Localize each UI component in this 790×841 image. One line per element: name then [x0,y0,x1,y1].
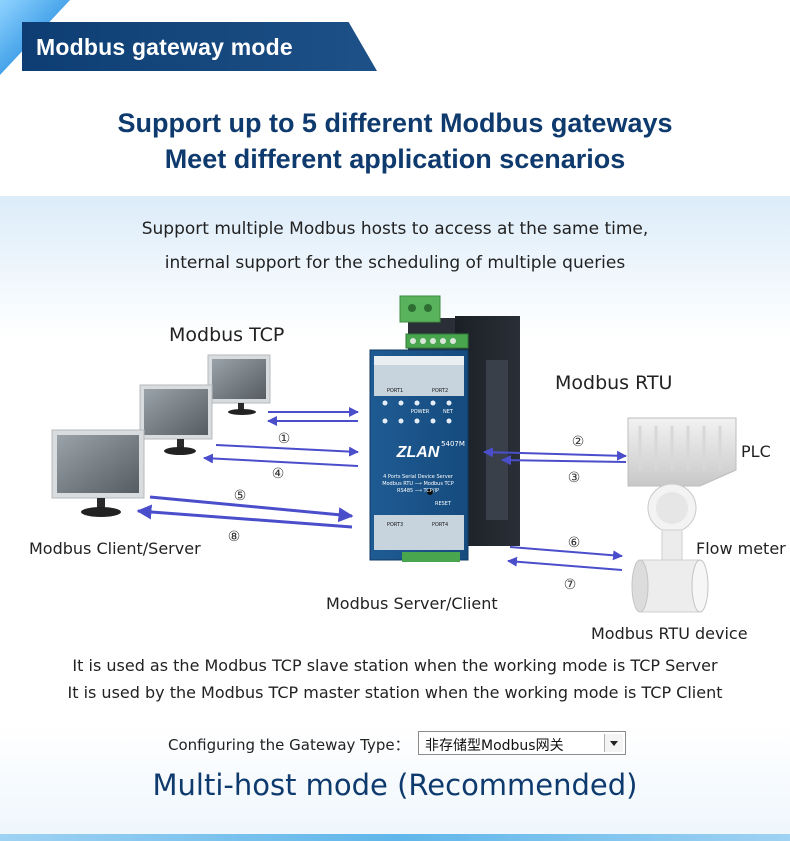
device-subtitle-3: RS485 ⟶ TCP/IP [397,488,439,494]
gateway-type-label: Configuring the Gateway Type： [168,736,410,754]
modbus-tcp-label: Modbus TCP [169,324,285,346]
device-model: 5407M [441,440,465,448]
client-server-label: Modbus Client/Server [29,539,201,558]
note-line-1: It is used as the Modbus TCP slave stati… [72,656,718,675]
flow-meter-icon [631,483,709,613]
note-line-2: It is used by the Modbus TCP master stat… [67,683,723,702]
device-port2-label: PORT2 [432,388,448,394]
device-subtitle-2: Modbus RTU ⟶ Modbus TCP [382,481,454,487]
arrow-label-4: ④ [272,466,285,482]
flow-meter-label: Flow meter [696,539,786,558]
server-client-label: Modbus Server/Client [326,594,498,613]
headline-secondary: Meet different application scenarios [164,144,626,174]
arrow-label-5: ⑤ [234,488,247,504]
bottom-accent-bar [0,834,790,841]
device-subtitle-1: 4 Ports Serial Device Server [383,474,454,480]
header-section: Modbus gateway mode Support up to 5 diff… [0,0,790,196]
arrow-4 [203,453,359,467]
intro-line-2: internal support for the scheduling of m… [164,253,626,273]
headline-primary: Support up to 5 different Modbus gateway… [117,108,673,138]
arrow-group-rtu [483,447,627,571]
modbus-rtu-label: Modbus RTU [555,372,673,394]
monitor-large-icon [51,429,145,517]
arrow-label-7: ⑦ [564,577,577,593]
device-port4-label: PORT4 [432,522,448,528]
gateway-type-value: 非存储型Modbus网关 [425,738,564,754]
device-led-power: POWER [411,409,430,415]
arrow-label-6: ⑥ [568,535,581,551]
mode-title: Multi-host mode (Recommended) [152,768,638,802]
arrow-5 [149,495,354,523]
banner [22,22,377,71]
arrow-label-1: ① [278,431,291,447]
device-reset-label: RESET [435,501,452,507]
monitor-medium-icon [139,384,213,455]
intro-line-1: Support multiple Modbus hosts to access … [141,219,649,239]
arrow-3 [501,455,627,466]
arrow-label-3: ③ [568,470,581,486]
arrow-6 [509,546,623,561]
arrow-8 [136,504,353,529]
arrow-1 [215,444,359,457]
device-port3-label: PORT3 [387,522,403,528]
rtu-device-label: Modbus RTU device [591,624,748,643]
arrow-group-tcp [136,407,359,529]
arrow-2 [483,447,627,461]
device-led-net: NET [443,409,454,415]
device-port1-label: PORT1 [387,388,403,394]
device-brand: ZLAN [396,444,440,461]
banner-title: Modbus gateway mode [36,34,293,60]
monitor-small-icon [207,354,271,415]
gateway-type-select[interactable]: 非存储型Modbus网关 [418,731,626,755]
plc-icon [627,417,737,487]
zlan-gateway-device: ZLAN 5407M 4 Ports Serial Device Server … [369,295,520,562]
arrow-7 [507,556,623,571]
arrow-label-8: ⑧ [228,529,241,545]
plc-label: PLC [741,442,771,461]
arrow-label-2: ② [572,434,585,450]
chevron-down-icon[interactable] [604,734,623,752]
